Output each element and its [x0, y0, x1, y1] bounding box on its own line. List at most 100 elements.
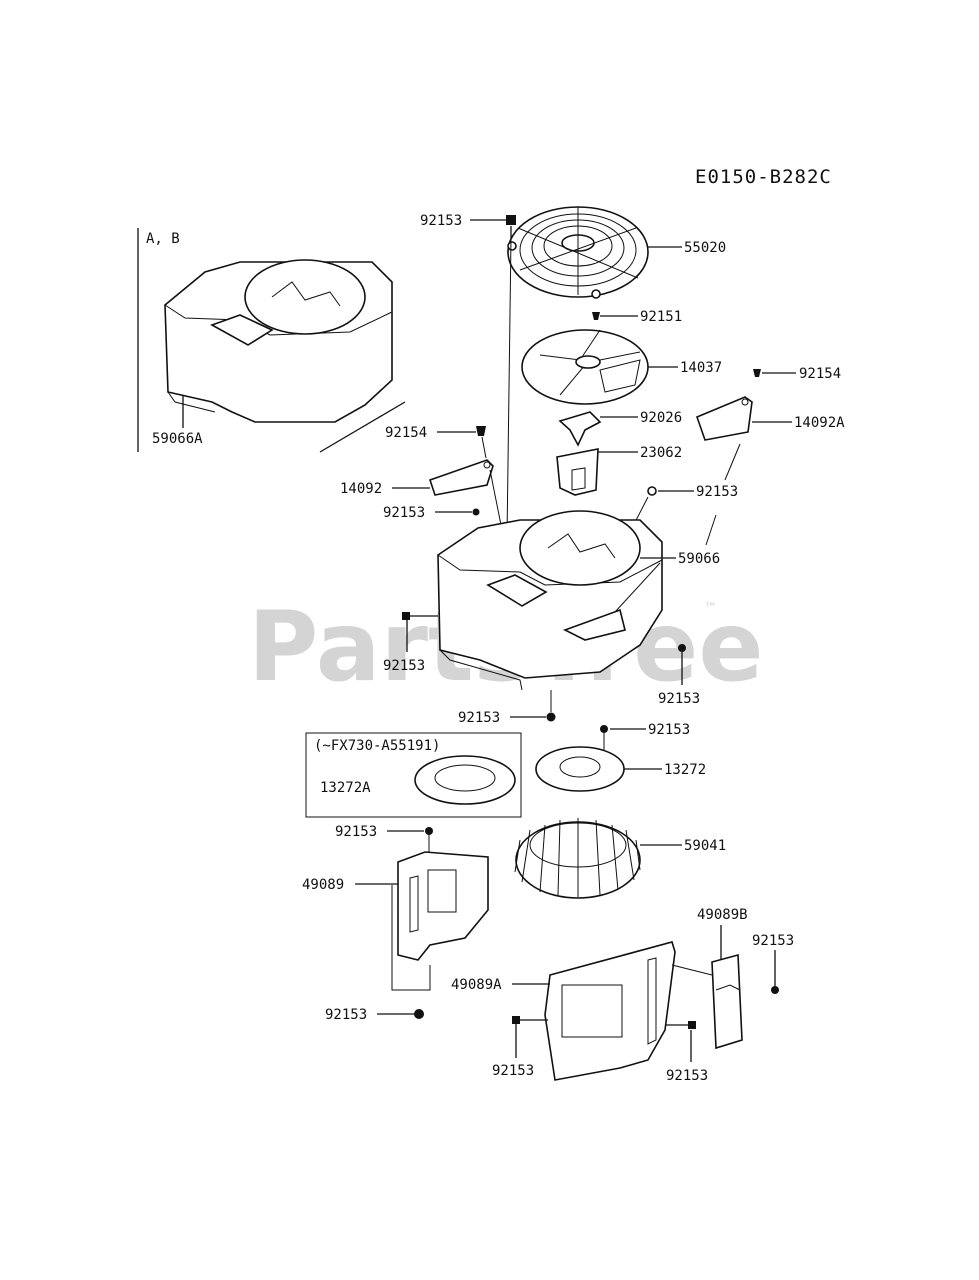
- shroud-vent: [562, 608, 626, 641]
- part-92153-shroud-right-bolt[interactable]: 92153: [658, 644, 700, 707]
- part-92153-49089-bottom-label: 92153: [325, 1007, 367, 1023]
- bolt-icon: [771, 986, 779, 994]
- part-92153-49089-bottom-bolt[interactable]: 92153: [325, 1007, 424, 1023]
- shroud-top-edge: [437, 554, 663, 586]
- bolt-icon: [647, 486, 657, 496]
- cover-49089: [397, 851, 489, 961]
- part-92153-plate-bolt[interactable]: 92153: [600, 722, 690, 752]
- cover-hole: [741, 398, 749, 406]
- shroud-a-ground-line: [319, 401, 406, 453]
- part-14092-label: 14092: [340, 481, 382, 497]
- cover-14092A: [695, 396, 753, 441]
- part-92153-bottom-bolt[interactable]: 92153: [458, 690, 556, 726]
- screen-tab-left: [507, 241, 517, 251]
- part-92153-49089-top-label: 92153: [335, 824, 377, 840]
- part-23062-stay[interactable]: 23062: [556, 445, 682, 496]
- bolt-icon: [688, 1021, 696, 1029]
- bolt-icon: [678, 644, 686, 652]
- part-92153-49089A-left-bolt[interactable]: 92153: [492, 1016, 548, 1079]
- cover-49089A-window: [561, 984, 623, 1038]
- fan-plate-hub: [575, 355, 601, 369]
- part-55020-screen[interactable]: 55020: [507, 206, 726, 299]
- part-92153-plate-label: 92153: [648, 722, 690, 738]
- screen-spokes: [517, 207, 639, 295]
- part-55020-label: 55020: [684, 240, 726, 256]
- part-49089A-cover[interactable]: 49089A: [451, 941, 676, 1081]
- assembly-line-14092A-2: [705, 514, 717, 546]
- fan-blades: [514, 818, 641, 897]
- part-92153-left-bolt[interactable]: 92153: [383, 505, 480, 521]
- assembly-line-14092A: [724, 443, 741, 481]
- bolt-icon: [512, 1016, 520, 1024]
- part-49089-label: 49089: [302, 877, 344, 893]
- cover-hole: [483, 461, 491, 469]
- cover-49089A: [544, 941, 676, 1081]
- part-13272-plate[interactable]: 13272: [535, 746, 706, 792]
- part-23062-label: 23062: [640, 445, 682, 461]
- part-59041-label: 59041: [684, 838, 726, 854]
- part-13272-label: 13272: [664, 762, 706, 778]
- bolt-icon: [402, 612, 410, 620]
- part-49089B-cover[interactable]: 49089B: [671, 907, 748, 1050]
- shroud-a-plate: [210, 314, 274, 346]
- cover-49089B: [711, 953, 743, 1050]
- part-59066-label: 59066: [678, 551, 720, 567]
- part-92153-49089A-left-label: 92153: [492, 1063, 534, 1079]
- part-14092A-cover[interactable]: 14092A: [695, 396, 845, 546]
- part-92153-left-label: 92153: [383, 505, 425, 521]
- shroud-a-bottom-flange: [167, 391, 216, 413]
- part-59066A-label: 59066A: [152, 431, 203, 447]
- part-14092-cover[interactable]: 14092: [340, 459, 503, 531]
- inset-13272A[interactable]: (~FX730-A55191) 13272A: [305, 732, 522, 818]
- screen-tab-bottom: [591, 289, 601, 299]
- part-14037-fan-plate[interactable]: 14037: [521, 329, 722, 405]
- shroud-inner-detail: [547, 533, 616, 559]
- cover-49089-slot: [409, 875, 419, 933]
- bolt-icon: [600, 725, 608, 733]
- part-92153-49089B-bolt[interactable]: 92153: [752, 933, 794, 994]
- screw-icon: [476, 426, 486, 436]
- part-13272A-label: 13272A: [320, 780, 371, 796]
- plate-13272-outer: [535, 746, 625, 792]
- cover-14092: [428, 459, 494, 496]
- part-59066-shroud[interactable]: 59066: [437, 510, 720, 691]
- plate-13272A-inner: [434, 764, 496, 792]
- assembly-line-top: [506, 237, 512, 539]
- bolt-icon: [425, 827, 433, 835]
- variant-shroud-59066A[interactable]: A, B 59066A: [137, 228, 406, 453]
- part-92153-49089B-label: 92153: [752, 933, 794, 949]
- assembly-line-14092: [489, 469, 503, 531]
- screw-icon: [592, 312, 600, 320]
- plate-13272-inner: [559, 756, 601, 778]
- bolt-icon: [472, 508, 480, 516]
- part-92153-top-label: 92153: [420, 213, 462, 229]
- part-92153-bottom-label: 92153: [458, 710, 500, 726]
- inset-label: (~FX730-A55191): [314, 738, 440, 754]
- part-92026-bracket[interactable]: 92026: [558, 410, 682, 447]
- part-49089-cover[interactable]: 49089: [302, 851, 489, 991]
- cover-49089A-slot: [647, 957, 657, 1045]
- part-92154-right-screw[interactable]: 92154: [753, 366, 841, 382]
- part-92153-49089-top-bolt[interactable]: 92153: [335, 824, 433, 855]
- part-14092A-label: 14092A: [794, 415, 845, 431]
- part-92153-49089A-right-bolt[interactable]: 92153: [666, 1021, 708, 1084]
- part-92153-49089A-right-label: 92153: [666, 1068, 708, 1084]
- fan-plate-mesh: [599, 359, 641, 393]
- shroud-opening: [519, 510, 641, 586]
- plate-13272A-outer: [414, 755, 516, 805]
- screw-icon: [753, 369, 761, 377]
- part-92153-mid-bolt[interactable]: 92153: [631, 484, 738, 529]
- bracket-92026: [558, 411, 602, 447]
- part-92151-screw[interactable]: 92151: [592, 309, 682, 325]
- part-59041-fan[interactable]: 59041: [514, 818, 726, 899]
- part-92154-left-label: 92154: [385, 425, 427, 441]
- part-92154-left-screw[interactable]: 92154: [385, 425, 487, 459]
- cover-49089-window: [427, 869, 457, 913]
- bolt-icon: [506, 215, 516, 225]
- shroud-bottom-flange: [439, 649, 523, 691]
- part-92153-shroud-right-label: 92153: [658, 691, 700, 707]
- part-92153-top-bolt[interactable]: 92153: [420, 213, 516, 539]
- part-92153-shroud-left-bolt[interactable]: 92153: [383, 612, 438, 674]
